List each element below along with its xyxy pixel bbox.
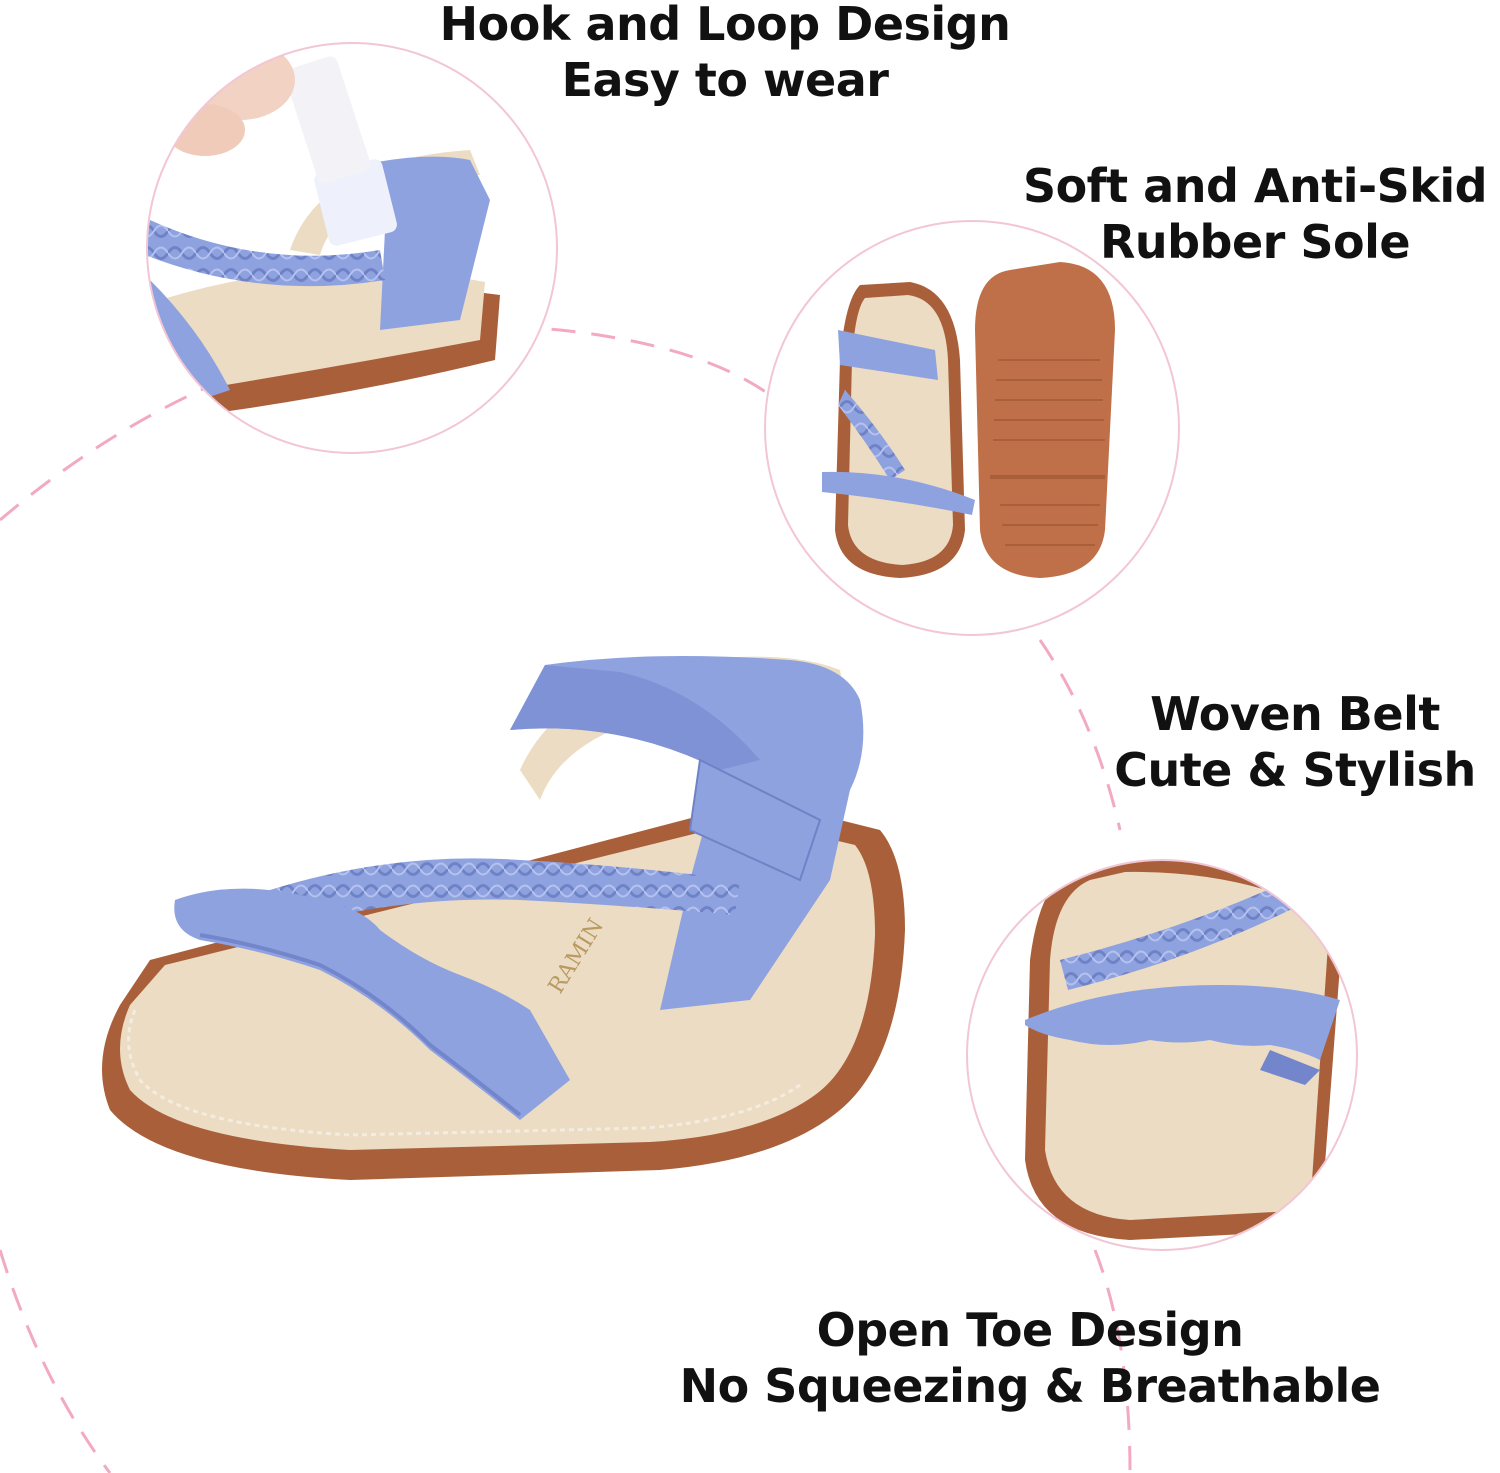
caption-hook-line1: Hook and Loop Design xyxy=(439,0,1011,51)
caption-hook-line2: Easy to wear xyxy=(561,53,889,107)
caption-open-toe: Open Toe Design No Squeezing & Breathabl… xyxy=(650,1302,1410,1414)
caption-sole-line2: Rubber Sole xyxy=(1099,215,1411,269)
sole-detail-circle xyxy=(764,220,1180,636)
caption-sole-line1: Soft and Anti-Skid xyxy=(1022,159,1488,213)
caption-hook-loop: Hook and Loop Design Easy to wear xyxy=(400,0,1050,108)
caption-open-line2: No Squeezing & Breathable xyxy=(679,1359,1381,1413)
main-sandal: RAMIN xyxy=(102,656,905,1180)
caption-rubber-sole: Soft and Anti-Skid Rubber Sole xyxy=(1010,158,1500,270)
caption-open-line1: Open Toe Design xyxy=(816,1303,1244,1357)
hook-loop-detail-circle xyxy=(146,42,558,454)
caption-woven-belt: Woven Belt Cute & Stylish xyxy=(1090,686,1500,798)
dashed-connector-lines xyxy=(0,324,1132,1473)
caption-woven-line2: Cute & Stylish xyxy=(1114,743,1476,797)
open-toe-detail-circle xyxy=(966,859,1358,1251)
caption-woven-line1: Woven Belt xyxy=(1150,687,1440,741)
